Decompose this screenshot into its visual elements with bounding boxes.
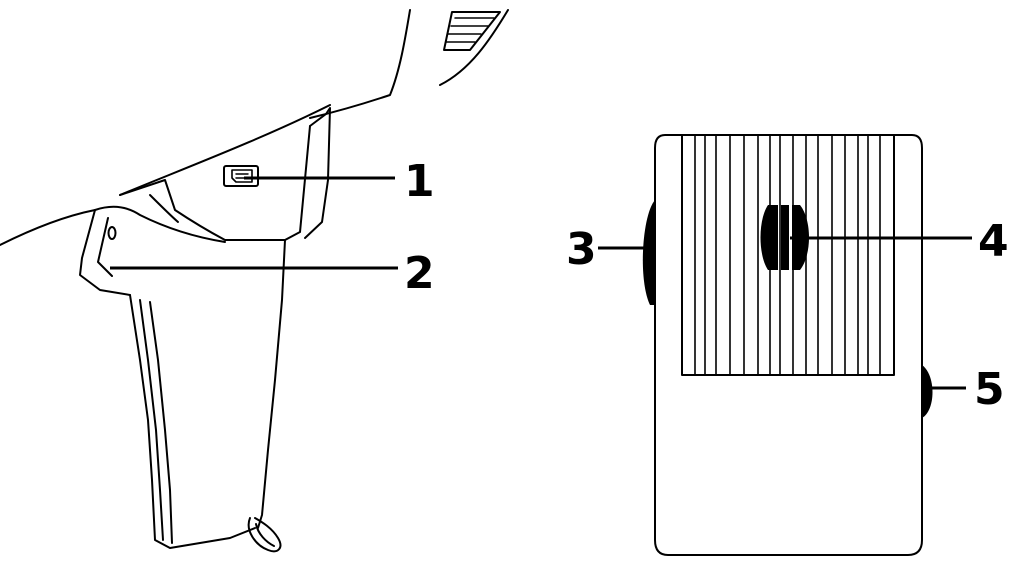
grip-front-edge-inner-1 [139, 299, 164, 541]
lanyard-clip [247, 517, 282, 553]
ribbed-panel-lines [694, 135, 881, 375]
trigger-housing-inner [97, 217, 113, 277]
ribbed-panel [681, 134, 895, 376]
callout-5: 5 [974, 364, 1005, 415]
lanyard-clip-inner [255, 523, 275, 547]
center-button [760, 205, 809, 270]
callout-2: 2 [404, 248, 435, 299]
body-side-panel [119, 125, 311, 241]
housing-front-edge [0, 209, 96, 246]
callout-1: 1 [404, 156, 435, 207]
trigger-housing [79, 209, 131, 296]
trigger-pivot-hole [107, 226, 117, 240]
body-inner-line [149, 194, 179, 223]
housing-top-outline [119, 104, 331, 196]
vent-slots [443, 11, 501, 51]
front-body-outline [654, 134, 923, 556]
callout-leaders [110, 176, 972, 390]
callout-4: 4 [978, 216, 1009, 267]
grip-rear-edge [257, 239, 286, 529]
body-rear-edge [304, 107, 331, 239]
housing-upper-curve [309, 9, 411, 119]
callout-3: 3 [566, 224, 597, 275]
right-side-button [922, 365, 933, 418]
grip-front-edge [129, 294, 256, 549]
vent-slot-lines [445, 17, 495, 43]
grip-front-edge-inner-2 [149, 301, 173, 544]
housing-side-curve [439, 9, 509, 86]
pistol-grip-device-side-view [0, 9, 509, 553]
device-front-view [642, 134, 933, 556]
left-side-button [642, 200, 655, 305]
connector-port [223, 165, 259, 187]
body-front-face [94, 205, 226, 243]
